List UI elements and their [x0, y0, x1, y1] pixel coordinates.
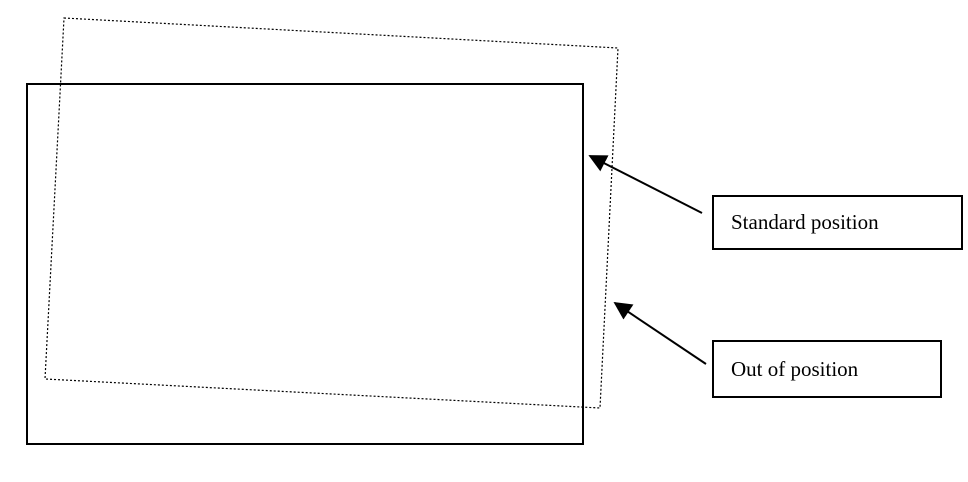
standard-position-arrow — [588, 155, 703, 214]
out-of-position-arrow — [613, 301, 707, 365]
standard-position-rectangle — [26, 83, 584, 445]
standard-position-label: Standard position — [712, 195, 963, 250]
out-of-position-label: Out of position — [712, 340, 942, 398]
out-of-position-rectangle — [44, 17, 619, 409]
